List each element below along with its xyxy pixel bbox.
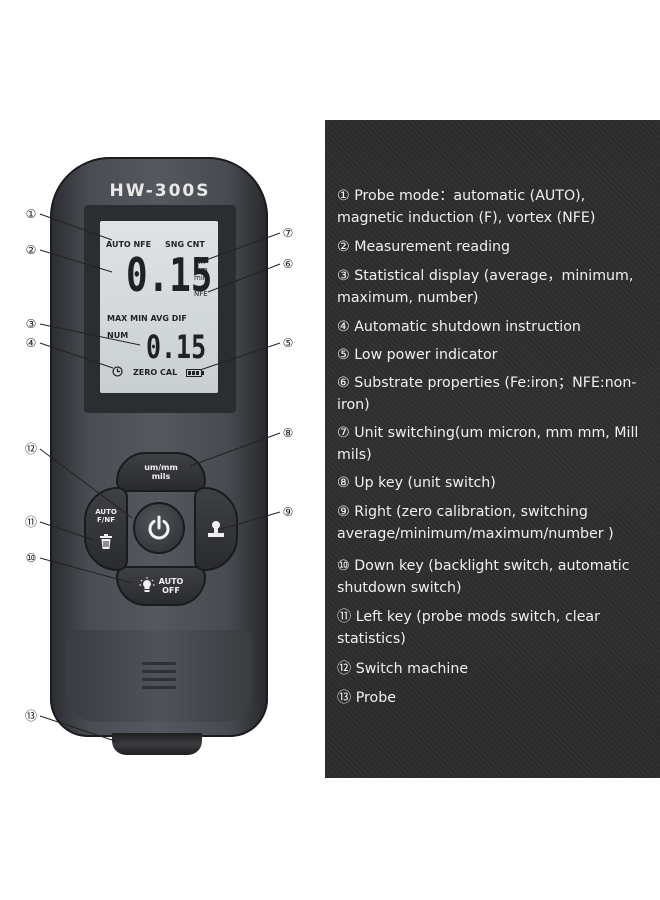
device-illustration: HW-300S AUTO NFE SNG CNT 0.15 um mm mils… [0, 0, 320, 900]
legend-item-11: ⑪ Left key (probe mods switch, clear sta… [337, 609, 600, 647]
lcd-stat-labels: MAX MIN AVG DIF [107, 314, 187, 323]
up-key-label-1: um/mm [144, 463, 178, 472]
legend-panel: ① Probe mode：automatic (AUTO), magnetic … [325, 120, 660, 778]
grille-line [142, 686, 176, 689]
backlight-icon [139, 577, 155, 592]
callout-8: ⑧ [282, 426, 294, 440]
callout-7: ⑦ [282, 226, 294, 240]
callout-lines [39, 213, 281, 743]
lcd-unit-mm: mm [194, 266, 208, 274]
grille-line [142, 670, 176, 673]
callout-5: ⑤ [282, 336, 294, 350]
power-icon [148, 515, 170, 540]
left-key-label-1: AUTO [95, 508, 117, 516]
clock-icon [112, 366, 123, 377]
callout-12: ⑫ [24, 442, 37, 456]
callout-10: ⑩ [25, 551, 37, 565]
callout-6: ⑥ [282, 257, 294, 271]
grille-line [142, 662, 176, 665]
device-brand: HW-300S [109, 181, 211, 201]
device-grip [66, 630, 252, 722]
grille-line [142, 678, 176, 681]
lcd-num-label: NUM [107, 331, 129, 340]
callout-9: ⑨ [282, 505, 294, 519]
trash-icon [100, 534, 112, 549]
down-key-label-1: AUTO [158, 577, 184, 586]
callout-3: ③ [25, 317, 37, 331]
callout-13: ⑬ [24, 709, 37, 723]
callout-2: ② [25, 243, 37, 257]
callout-11: ⑪ [24, 515, 37, 529]
zero-cal-icon [208, 521, 224, 537]
lcd-unit-um: um [194, 258, 206, 266]
callout-4: ④ [25, 336, 37, 350]
legend-item-2: ② Measurement reading [337, 239, 511, 255]
callout-1: ① [25, 207, 37, 221]
power-button[interactable] [133, 502, 185, 554]
lcd-screen [100, 221, 218, 393]
legend-item-9: ⑨ Right (zero calibration, switching ave… [337, 504, 614, 542]
battery-icon [186, 369, 204, 377]
legend-item-4: ④ Automatic shutdown instruction [337, 319, 581, 335]
legend-item-13: ⑬ Probe [337, 690, 396, 706]
lcd-stat-mode: SNG CNT [165, 240, 205, 249]
lcd-zero-cal: ZERO CAL [133, 368, 178, 377]
lcd-probe-modes: AUTO NFE [106, 240, 152, 249]
down-key-label-2: OFF [162, 586, 180, 595]
legend-item-8: ⑧ Up key (unit switch) [337, 475, 496, 491]
left-key-label-2: F/NF [97, 516, 115, 524]
legend-item-10: ⑩ Down key (backlight switch, automatic … [337, 558, 630, 596]
legend-item-7: ⑦ Unit switching(um micron, mm mm, Mill … [337, 425, 639, 463]
legend-item-3: ③ Statistical display (average，minimum, … [337, 268, 634, 306]
legend-item-5: ⑤ Low power indicator [337, 347, 498, 363]
lcd-stat-reading: 0.15 [146, 328, 207, 366]
legend-item-12: ⑫ Switch machine [337, 661, 469, 677]
lcd-reading: 0.15 [126, 248, 213, 302]
legend-item-6: ⑥ Substrate properties (Fe:iron；NFE:non-… [337, 375, 637, 413]
up-key-label-2: mils [151, 472, 171, 481]
legend-item-1: ① Probe mode：automatic (AUTO), magnetic … [337, 188, 596, 226]
lcd-substrate: NFE [194, 290, 208, 298]
lcd-unit-mils: mils [194, 274, 209, 282]
probe [112, 733, 202, 755]
